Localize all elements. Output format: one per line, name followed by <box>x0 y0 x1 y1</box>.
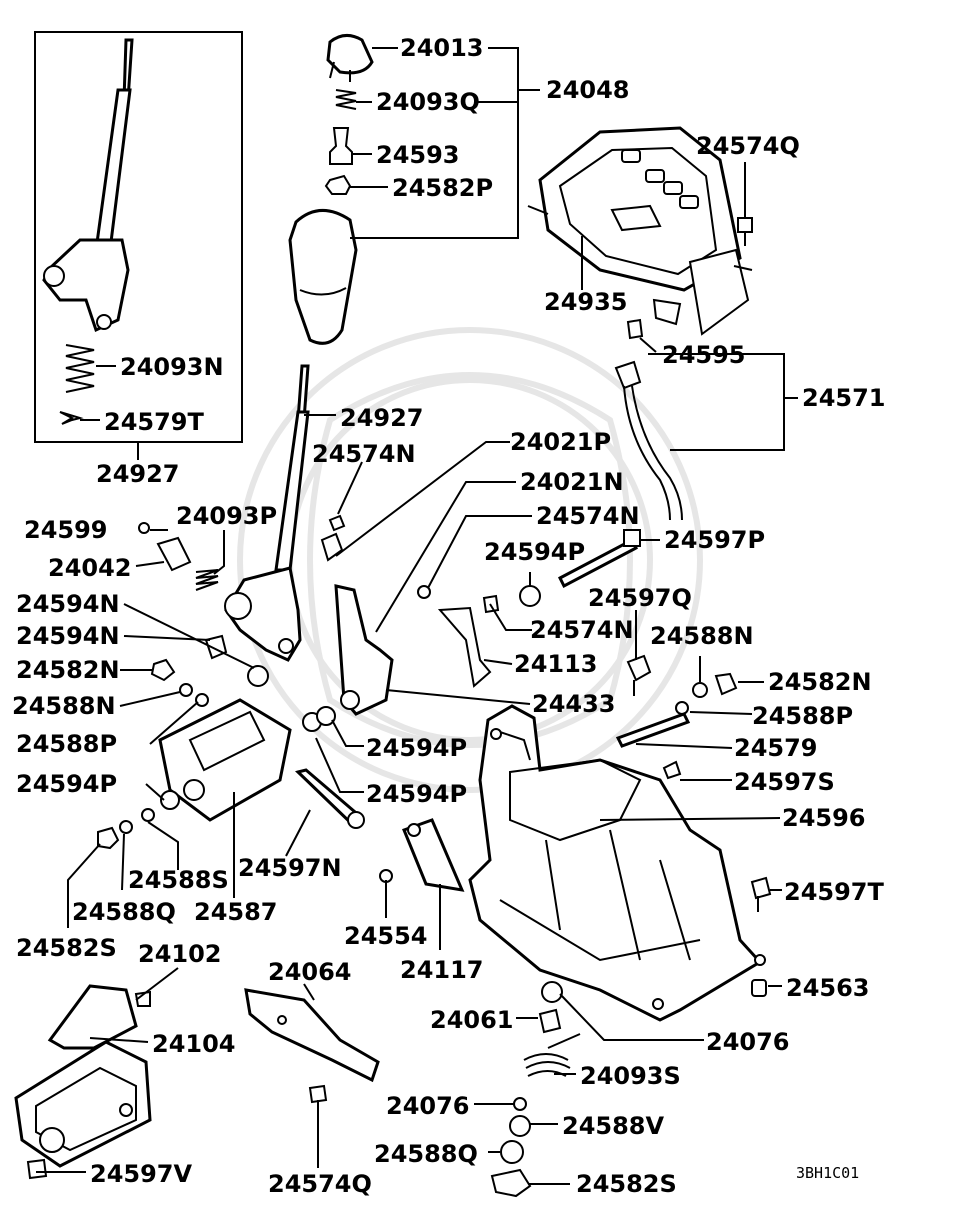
label-24574N-c: 24574N <box>530 616 634 644</box>
label-24554: 24554 <box>344 922 428 950</box>
small-parts-left <box>97 522 292 850</box>
label-24597S: 24597S <box>734 768 835 796</box>
label-24927-box: 24927 <box>96 460 180 488</box>
label-24582S-l: 24582S <box>16 934 117 962</box>
knob-parts <box>288 34 374 345</box>
label-24582S-b: 24582S <box>576 1170 677 1198</box>
label-24579: 24579 <box>734 734 818 762</box>
label-24597V: 24597V <box>90 1160 193 1188</box>
label-24013: 24013 <box>400 34 484 62</box>
label-24064: 24064 <box>268 958 352 986</box>
label-24574Q-top: 24574Q <box>696 132 800 160</box>
label-24093S: 24093S <box>580 1062 681 1090</box>
label-24076-a: 24076 <box>706 1028 790 1056</box>
leader-lines <box>36 47 798 1185</box>
bottom-left-parts <box>14 984 380 1180</box>
label-24594N-b: 24594N <box>16 622 120 650</box>
label-24588Q-l: 24588Q <box>72 898 176 926</box>
label-24574N-a: 24574N <box>312 440 416 468</box>
label-24588V: 24588V <box>562 1112 665 1140</box>
bolts-right <box>558 529 772 997</box>
label-24927: 24927 <box>340 404 424 432</box>
main-shift-lever <box>224 364 310 662</box>
watermark-logo <box>237 327 703 793</box>
label-24093P: 24093P <box>176 502 278 530</box>
label-24587: 24587 <box>194 898 278 926</box>
label-24597Q: 24597Q <box>588 584 692 612</box>
label-24588N-l: 24588N <box>12 692 116 720</box>
wire-harness <box>614 360 683 521</box>
label-24597N: 24597N <box>238 854 342 882</box>
label-24596: 24596 <box>782 804 866 832</box>
label-24433: 24433 <box>532 690 616 718</box>
label-24582P: 24582P <box>392 174 494 202</box>
label-24042: 24042 <box>48 554 132 582</box>
label-24093Q: 24093Q <box>376 88 480 116</box>
label-24076-b: 24076 <box>386 1092 470 1120</box>
label-24594P-d: 24594P <box>366 780 468 808</box>
label-24588N-r: 24588N <box>650 622 754 650</box>
label-24588Q-b: 24588Q <box>374 1140 478 1168</box>
label-24599: 24599 <box>24 516 108 544</box>
label-24588P-r: 24588P <box>752 702 854 730</box>
label-24048: 24048 <box>546 76 630 104</box>
label-24597T: 24597T <box>784 878 884 906</box>
label-24594P-c: 24594P <box>16 770 118 798</box>
label-24594P-b: 24594P <box>366 734 468 762</box>
label-24061: 24061 <box>430 1006 514 1034</box>
center-parts <box>295 514 541 892</box>
label-24574N-b: 24574N <box>536 502 640 530</box>
console-cover <box>527 126 753 340</box>
label-24582N-l: 24582N <box>16 656 120 684</box>
diagram-code: 3BH1C01 <box>796 1164 860 1182</box>
label-24104: 24104 <box>152 1030 236 1058</box>
label-24579T: 24579T <box>104 408 204 436</box>
label-24588P-l: 24588P <box>16 730 118 758</box>
label-24021N: 24021N <box>520 468 624 496</box>
label-24935: 24935 <box>544 288 628 316</box>
label-24593: 24593 <box>376 141 460 169</box>
label-24595: 24595 <box>662 341 746 369</box>
label-24102: 24102 <box>138 940 222 968</box>
base-bracket <box>468 704 766 1022</box>
label-24113: 24113 <box>514 650 598 678</box>
label-24563: 24563 <box>786 974 870 1002</box>
label-24588S: 24588S <box>128 866 229 894</box>
label-24574Q-b: 24574Q <box>268 1170 372 1198</box>
label-24117: 24117 <box>400 956 484 984</box>
label-24594N-a: 24594N <box>16 590 120 618</box>
label-24582N-r: 24582N <box>768 668 872 696</box>
label-24021P: 24021P <box>510 428 612 456</box>
label-24093N: 24093N <box>120 353 224 381</box>
inset-shift-lever <box>42 38 134 425</box>
label-24571: 24571 <box>802 384 886 412</box>
label-24597P: 24597P <box>664 526 766 554</box>
label-24594P-a: 24594P <box>484 538 586 566</box>
